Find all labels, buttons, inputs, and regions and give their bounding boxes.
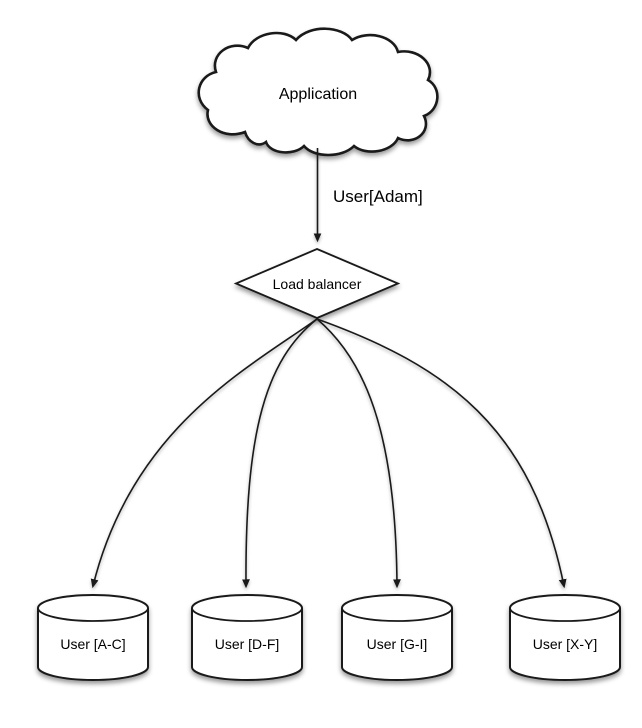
shard-label: User [G-I] [367, 636, 428, 652]
database-cylinder-g-i: User [G-I] [341, 594, 453, 681]
shard-label: User [X-Y] [533, 636, 598, 652]
edge-request-label: User[Adam] [333, 187, 423, 206]
cylinder-rim [509, 607, 621, 622]
database-cylinder-a-c: User [A-C] [37, 594, 149, 681]
cylinder-rim [191, 607, 303, 622]
cylinder-body [341, 594, 453, 681]
cylinder-body [509, 594, 621, 681]
edge-to-shard-a-c [90, 318, 318, 589]
cylinder-body [191, 594, 303, 681]
cylinder-body [37, 594, 149, 681]
cylinder-rim [341, 607, 453, 622]
cylinder-rim [37, 607, 149, 622]
shard-label: User [D-F] [215, 636, 280, 652]
application-label: Application [279, 86, 357, 103]
edge-to-shard-g-i [316, 318, 401, 589]
application-cloud-shape [197, 27, 439, 157]
database-cylinder-x-y: User [X-Y] [509, 594, 621, 681]
database-cylinder-d-f: User [D-F] [191, 594, 303, 681]
edge-to-shard-x-y [316, 318, 567, 589]
edge-to-shard-d-f [241, 318, 318, 589]
load-balancer-diamond [233, 248, 401, 319]
shard-label: User [A-C] [60, 636, 125, 652]
load-balancer-label: Load balancer [273, 276, 362, 292]
